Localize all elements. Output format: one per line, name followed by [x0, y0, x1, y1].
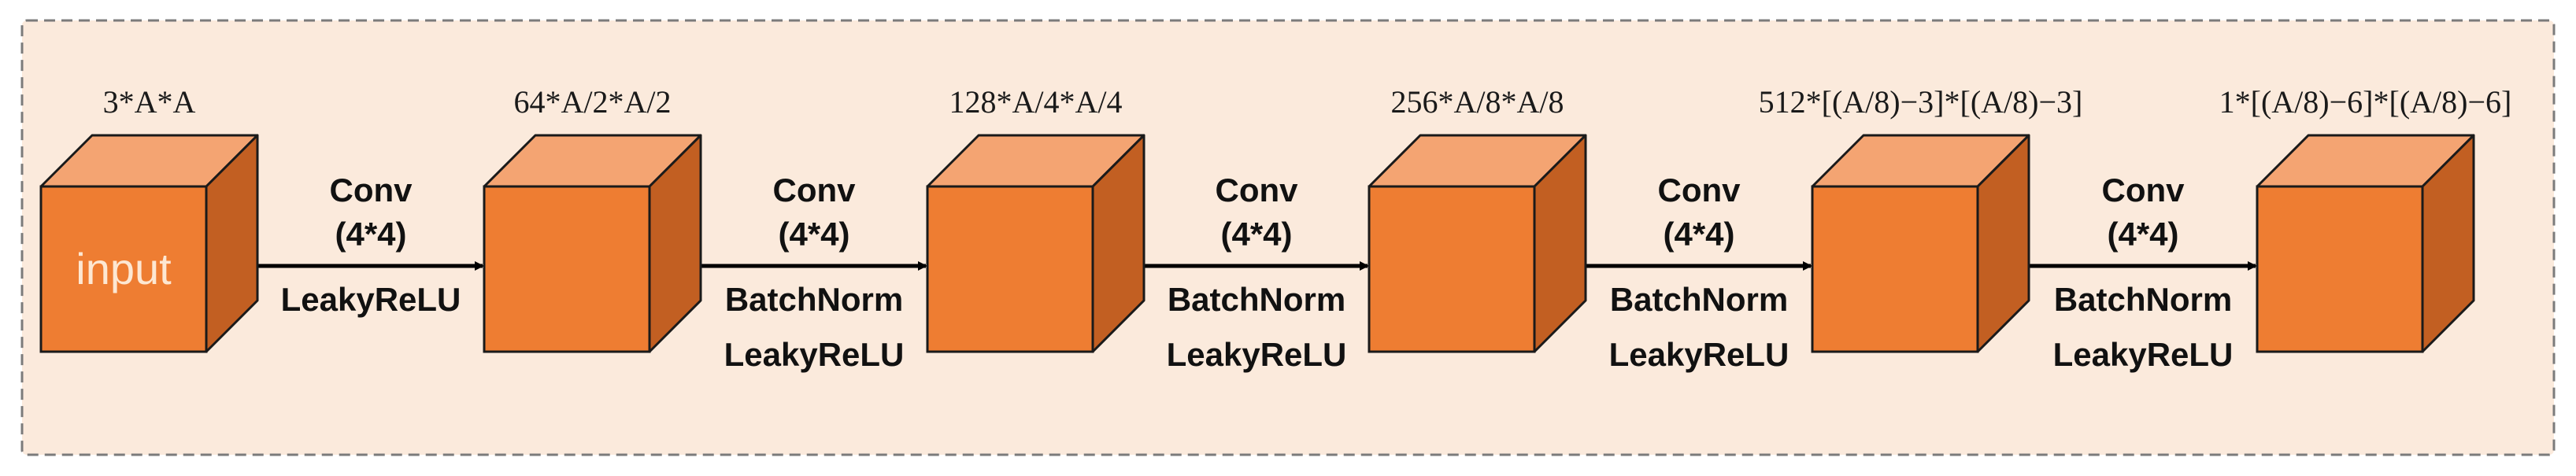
- cube-dimension-label: 512*[(A/8)−3]*[(A/8)−3]: [1759, 84, 2083, 120]
- layer-op-label: BatchNorm: [1610, 281, 1788, 318]
- cube-dimension-label: 3*A*A: [103, 84, 196, 120]
- cube-6: 1*[(A/8)−6]*[(A/8)−6]: [2219, 84, 2512, 353]
- kernel-label: (4*4): [778, 216, 849, 253]
- kernel-label: (4*4): [1220, 216, 1292, 253]
- cube-dimension-label: 64*A/2*A/2: [514, 84, 672, 120]
- layer-op-label: BatchNorm: [1168, 281, 1345, 318]
- conv-label: Conv: [1658, 172, 1741, 208]
- kernel-label: (4*4): [335, 216, 406, 253]
- layer-op-label: LeakyReLU: [724, 336, 905, 373]
- layer-op-label: BatchNorm: [2054, 281, 2232, 318]
- cube-dimension-label: 256*A/8*A/8: [1391, 84, 1564, 120]
- kernel-label: (4*4): [2107, 216, 2178, 253]
- cube-front-face: [926, 185, 1094, 353]
- layer-op-label: LeakyReLU: [1167, 336, 1347, 373]
- cube-3: 128*A/4*A/4: [926, 84, 1146, 353]
- cube-front-face: [2256, 185, 2424, 353]
- cube-1: 3*A*A input: [39, 84, 259, 353]
- kernel-label: (4*4): [1663, 216, 1734, 253]
- cube-dimension-label: 1*[(A/8)−6]*[(A/8)−6]: [2219, 84, 2512, 120]
- conv-label: Conv: [773, 172, 857, 208]
- layer-op-label: LeakyReLU: [281, 281, 461, 318]
- cube-5: 512*[(A/8)−3]*[(A/8)−3]: [1759, 84, 2083, 353]
- conv-label: Conv: [1216, 172, 1299, 208]
- conv-label: Conv: [2102, 172, 2186, 208]
- layer-op-label: LeakyReLU: [2053, 336, 2234, 373]
- layer-op-label: LeakyReLU: [1609, 336, 1790, 373]
- conv-label: Conv: [330, 172, 413, 208]
- cube-2: 64*A/2*A/2: [483, 84, 702, 353]
- cube-4: 256*A/8*A/8: [1368, 84, 1587, 353]
- layer-op-label: BatchNorm: [725, 281, 903, 318]
- cube-dimension-label: 128*A/4*A/4: [949, 84, 1123, 120]
- cube-input-text: input: [76, 244, 172, 293]
- cube-front-face: [1811, 185, 1979, 353]
- cube-front-face: [39, 185, 208, 353]
- connection-1: Conv (4*4) LeakyReLU: [124, 172, 484, 318]
- cube-front-face: [1368, 185, 1536, 353]
- cube-front-face: [483, 185, 651, 353]
